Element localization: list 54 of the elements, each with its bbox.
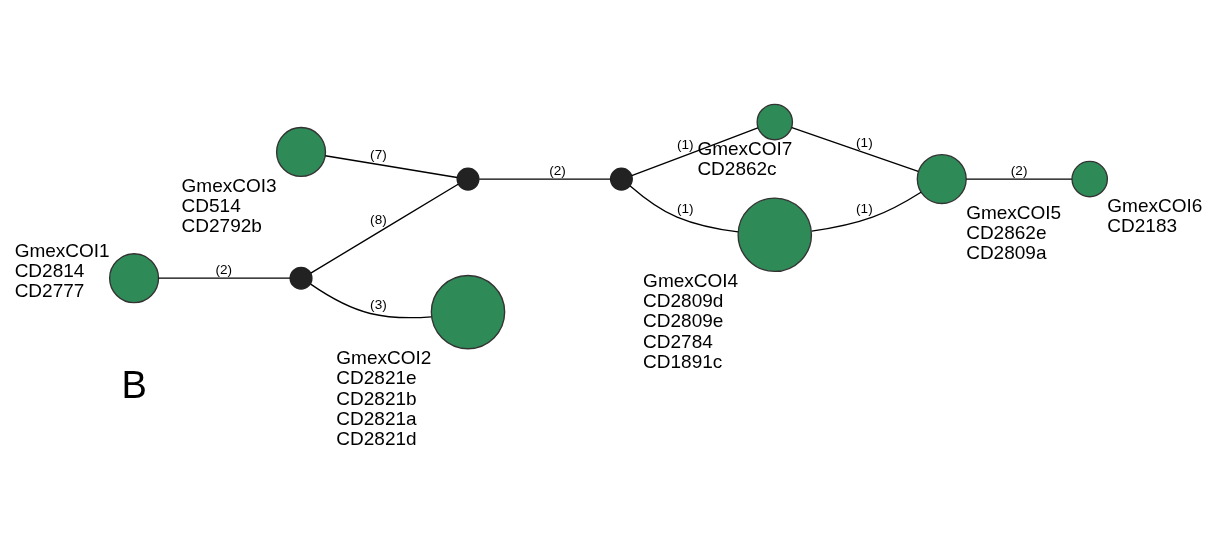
node-label: CD2821e <box>336 367 417 389</box>
node-label: CD2183 <box>1107 215 1178 237</box>
node-circle <box>756 103 794 141</box>
node-label: CD514 <box>181 194 241 216</box>
node-label: CD2862e <box>966 222 1047 244</box>
node-label: CD2821a <box>336 408 417 430</box>
connector <box>324 155 458 179</box>
label: B <box>121 363 147 406</box>
connector <box>811 191 922 232</box>
edge-label: (8) <box>370 211 387 227</box>
node-circle <box>609 167 633 191</box>
node-label: CD2821d <box>336 428 417 450</box>
node-label: GmexCOI4 <box>643 269 739 291</box>
node-label: CD2784 <box>643 330 713 352</box>
connector <box>310 283 433 319</box>
node-label: GmexCOI2 <box>336 346 432 368</box>
edge-label: (1) <box>856 134 873 150</box>
node-circle <box>1071 160 1109 198</box>
connector <box>310 183 459 274</box>
connector <box>791 126 919 173</box>
node-label: CD2792b <box>181 215 262 237</box>
node-label: GmexCOI5 <box>966 201 1062 223</box>
connector <box>631 127 759 177</box>
connector <box>478 178 611 180</box>
node-label: CD2777 <box>14 280 85 302</box>
edge-label: (1) <box>676 201 694 217</box>
node-label: GmexCOI7 <box>697 137 793 159</box>
node-circle <box>456 167 480 191</box>
node-label: CD2809d <box>643 289 724 311</box>
connector <box>157 277 291 279</box>
node-label: CD2814 <box>14 260 85 282</box>
node-label: CD1891c <box>643 351 723 373</box>
edge-label: (1) <box>856 201 873 217</box>
node-label: CD2821b <box>336 387 417 409</box>
edge-label: (7) <box>370 146 387 162</box>
node-label: GmexCOI6 <box>1107 194 1203 216</box>
edge-label: (3) <box>370 297 387 313</box>
node-label: CD2809e <box>643 310 724 332</box>
edge-label: (2) <box>549 163 566 179</box>
edge-label: (1) <box>676 137 694 153</box>
node-label: CD2809a <box>966 242 1047 264</box>
node-circle <box>916 153 967 205</box>
node-circle <box>737 197 813 273</box>
connector <box>965 178 1073 180</box>
edge-label: (2) <box>1010 163 1028 179</box>
node-circle <box>275 126 327 178</box>
node-label: GmexCOI1 <box>14 239 110 261</box>
node-circle <box>289 266 313 290</box>
connector <box>629 185 739 233</box>
node-label: CD2862c <box>697 158 777 180</box>
edge-label: (2) <box>215 262 232 278</box>
node-circle <box>108 253 160 304</box>
node-label: GmexCOI3 <box>181 174 277 196</box>
node-circle <box>430 274 506 350</box>
